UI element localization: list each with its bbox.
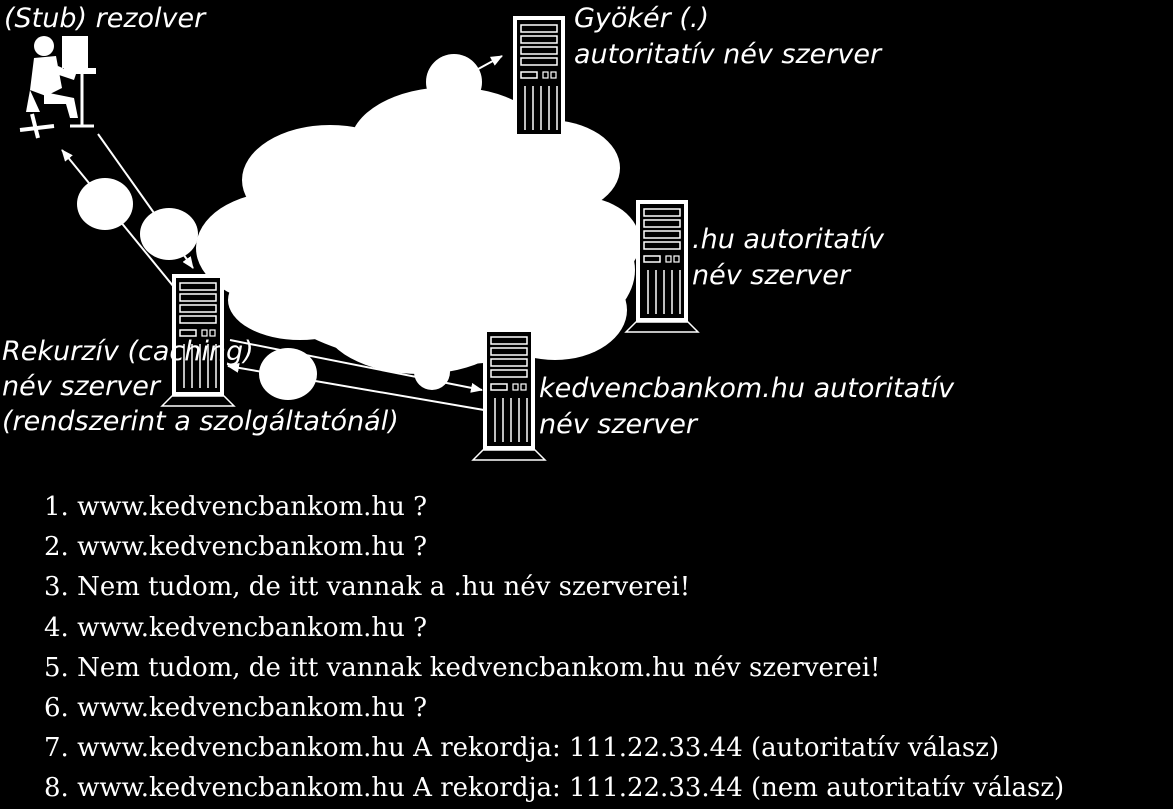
step-item: 7. www.kedvencbankom.hu A rekordja: 111.… [44, 733, 1000, 764]
root-server-label-line1: Gyökér (.) [574, 3, 709, 34]
bank-server-label-line1: kedvencbankom.hu autoritatív [539, 373, 955, 404]
hu-server-label-line1: .hu autoritatív [692, 224, 884, 255]
resolution-steps-list: 1. www.kedvencbankom.hu ? 2. www.kedvenc… [44, 487, 1064, 809]
step-item: 4. www.kedvencbankom.hu ? [44, 612, 428, 643]
recursive-server-label-line3: (rendszerint a szolgáltatónál) [2, 406, 399, 437]
recursive-server-label-line2: név szerver [2, 371, 160, 402]
hu-server-label-line2: név szerver [692, 260, 850, 291]
step-item: 3. Nem tudom, de itt vannak a .hu név sz… [44, 572, 691, 603]
bank-server-icon [472, 327, 546, 461]
internet-cloud [196, 54, 640, 390]
recursive-server-label-line1: Rekurzív (caching) [2, 336, 254, 367]
step-item: 1. www.kedvencbankom.hu ? [44, 492, 428, 522]
root-server-icon [502, 15, 576, 149]
stub-resolver-label: (Stub) rezolver [4, 3, 206, 34]
root-server-label-line2: autoritatív név szerver [574, 39, 882, 70]
step-item: 6. www.kedvencbankom.hu ? [44, 692, 428, 723]
query-arrows [61, 55, 633, 411]
hu-server-icon [625, 199, 699, 333]
step-item: 2. www.kedvencbankom.hu ? [44, 532, 428, 563]
user-at-computer-icon [19, 36, 96, 139]
step-item: 5. Nem tudom, de itt vannak kedvencbanko… [44, 652, 881, 683]
step-item: 8. www.kedvencbankom.hu A rekordja: 111.… [44, 773, 1065, 804]
bank-server-label-line2: név szerver [539, 409, 697, 440]
